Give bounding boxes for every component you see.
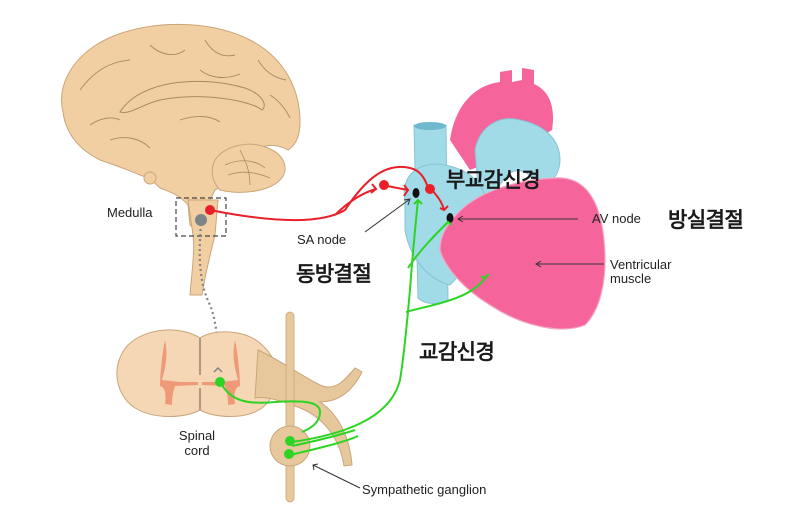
medulla-label: Medulla (107, 205, 153, 220)
sympathetic-korean-label: 교감신경 (419, 340, 495, 364)
gray-matter-left (160, 340, 198, 405)
av-node-label: AV node (592, 211, 641, 226)
cerebellum (211, 143, 286, 193)
parasympathetic-ganglion-2 (425, 184, 435, 194)
parasympathetic-ganglion-1 (379, 180, 389, 190)
postganglionic-second (289, 435, 359, 456)
leader-lines (312, 198, 604, 489)
ventricles (439, 177, 606, 330)
postganglionic-parallel (291, 429, 356, 447)
spinal-cord-label-2: cord (184, 443, 210, 458)
medulla-neuron (205, 205, 215, 215)
sympathetic-chain (285, 311, 295, 503)
brain (61, 23, 301, 296)
sympathetic-ganglion-label: Sympathetic ganglion (362, 482, 487, 497)
sa-node-leader (364, 198, 411, 233)
spinal-cord-neuron (215, 377, 225, 387)
dotted-pathway-terminal (213, 366, 223, 373)
av-node-leader (457, 215, 578, 223)
pituitary (143, 171, 157, 185)
cerebellum-folia (224, 149, 271, 186)
av-node-korean-label: 방실결절 (668, 208, 744, 232)
vena-cava-opening (414, 122, 446, 130)
parasympathetic-korean-label: 부교감신경 (446, 168, 541, 192)
branch-to-ventricle (405, 277, 486, 313)
sa-node-korean-label: 동방결절 (296, 262, 372, 286)
gray-matter-right (202, 340, 240, 405)
ventricle-terminal (480, 273, 490, 280)
sympathetic-pathway (219, 198, 490, 456)
ganglion-neuron-1 (285, 436, 295, 446)
parasympathetic-pathway (209, 165, 449, 222)
ventricular-muscle-label-2: muscle (610, 271, 652, 286)
postganglionic-sa (386, 184, 410, 197)
av-terminal (443, 220, 453, 227)
ventricular-muscle-label-1: Ventricular (610, 257, 672, 272)
cerebrum (61, 23, 301, 233)
sa-terminal (413, 198, 423, 205)
spinal-cord-label-1: Spinal (178, 428, 216, 443)
sa-node (412, 188, 420, 198)
sa-node-label: SA node (297, 232, 347, 247)
corpus-callosum (119, 80, 265, 114)
vagus-nerve (209, 165, 429, 222)
heart (403, 68, 606, 330)
pulmonary-artery (474, 118, 561, 212)
medulla-nucleus (195, 214, 207, 226)
sulci (79, 39, 291, 149)
ganglion-neuron-2 (284, 449, 294, 459)
spinal-nerve (254, 349, 363, 467)
brainstem (187, 199, 219, 296)
ventricle-leader (535, 260, 604, 268)
av-node (446, 213, 454, 223)
ganglion-leader (312, 463, 361, 489)
vagus-branch (334, 188, 377, 216)
spinal-cord-outline (116, 329, 278, 417)
vagus-branch-tick (370, 183, 378, 194)
postganglionic-main (291, 199, 419, 443)
spinal-cord-section (116, 311, 363, 503)
preganglionic-fiber (219, 381, 322, 433)
